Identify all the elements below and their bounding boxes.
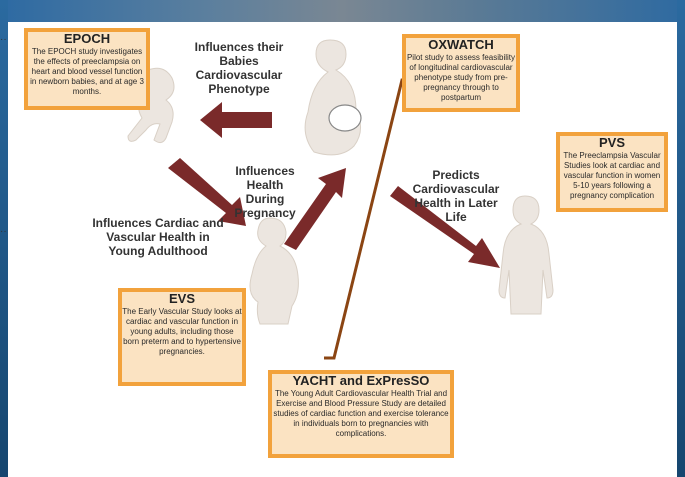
left-frame (0, 0, 8, 477)
yacht-box: YACHT and ExPresSO The Young Adult Cardi… (268, 370, 454, 458)
pvs-body: The Preeclampsia Vascular Studies look a… (563, 151, 661, 200)
pregnant-silhouette (304, 39, 361, 156)
adult-silhouette (498, 195, 554, 315)
arrow-to-later-life (390, 186, 500, 268)
label-later-life: Predicts Cardiovascular Health in Later … (412, 168, 500, 224)
epoch-title: EPOCH (63, 31, 111, 46)
right-frame (677, 0, 685, 477)
label-young-adult: Influences Cardiac and Vascular Health i… (92, 216, 224, 258)
label-pregnancy: Influences Health During Pregnancy (234, 164, 296, 220)
oxwatch-body: Pilot study to assess feasibility of lon… (406, 53, 516, 102)
left-dots-bottom: ·· (0, 226, 7, 237)
oxwatch-title: OXWATCH (428, 37, 494, 52)
evs-box: EVS The Early Vascular Study looks at ca… (118, 288, 246, 386)
yacht-body: The Young Adult Cardiovascular Health Tr… (273, 389, 449, 438)
top-photo-strip (0, 0, 685, 22)
yacht-title: YACHT and ExPresSO (292, 373, 430, 388)
oxwatch-box: OXWATCH Pilot study to assess feasibilit… (402, 34, 520, 112)
arrow-to-babies (200, 102, 272, 138)
epoch-box: EPOCH The EPOCH study investigates the e… (24, 28, 150, 110)
label-babies: Influences their Babies Cardiovascular P… (194, 40, 284, 96)
pvs-title: PVS (598, 135, 625, 150)
pvs-box: PVS The Preeclampsia Vascular Studies lo… (556, 132, 668, 212)
woman-silhouette (249, 217, 299, 325)
left-dots-top: ·· (0, 34, 7, 45)
evs-title: EVS (168, 291, 195, 306)
arrow-to-young-adult (168, 158, 246, 226)
fetus-icon (328, 104, 362, 132)
epoch-body: The EPOCH study investigates the effects… (30, 47, 144, 96)
evs-body: The Early Vascular Study looks at cardia… (122, 307, 242, 356)
arrow-to-pregnancy (284, 168, 346, 250)
